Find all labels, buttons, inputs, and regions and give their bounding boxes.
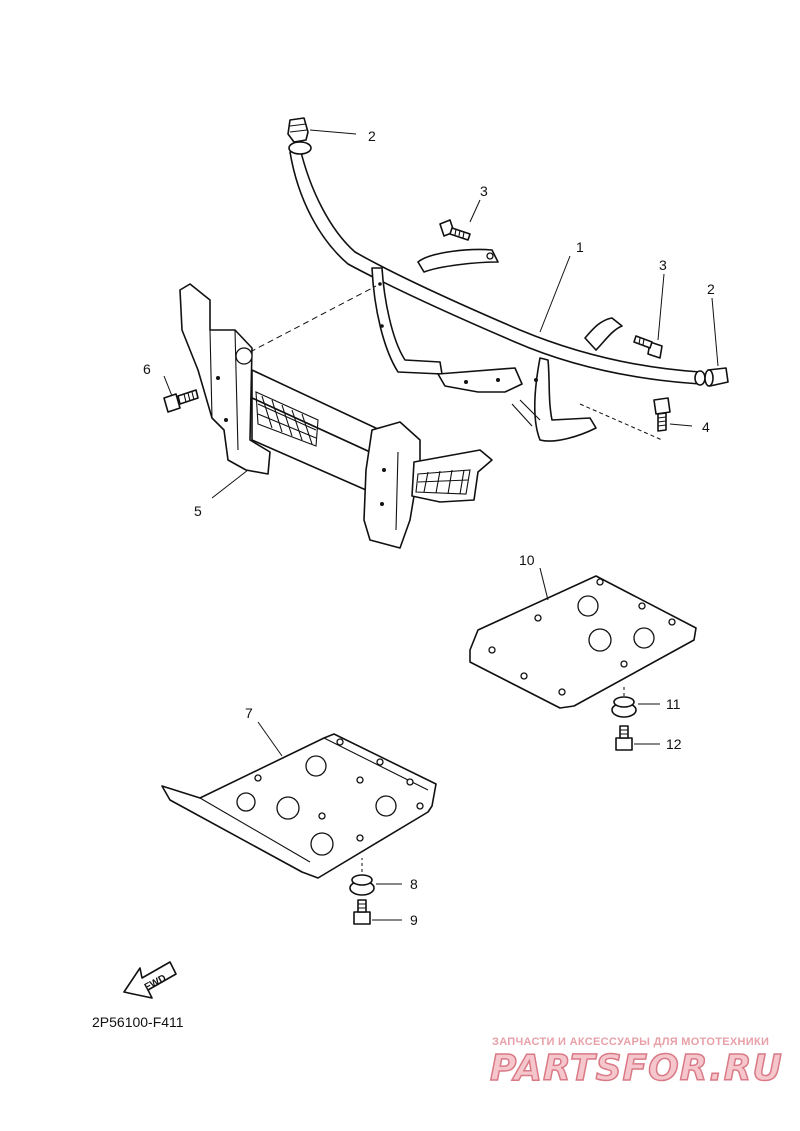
leader-lines <box>163 129 719 921</box>
watermark-tagline: ЗАПЧАСТИ И АКСЕССУАРЫ ДЛЯ МОТОТЕХНИКИ <box>492 1036 770 1048</box>
mesh-left-pattern <box>257 395 317 445</box>
collar-11 <box>611 696 637 718</box>
bolt-12 <box>615 725 633 751</box>
callout-3-left: 3 <box>480 183 488 199</box>
callout-2-right: 2 <box>707 281 715 297</box>
skid-plate-upper <box>469 575 697 709</box>
callout-9: 9 <box>410 912 418 928</box>
callout-6: 6 <box>143 361 151 377</box>
bolt-3-left <box>439 219 471 241</box>
cap-2-left <box>287 117 309 143</box>
skid-plate-lower <box>161 733 437 879</box>
callout-5: 5 <box>194 503 202 519</box>
fwd-arrow-icon: FWD <box>123 961 177 999</box>
callout-4: 4 <box>702 419 710 435</box>
callout-7: 7 <box>245 705 253 721</box>
bolt-4 <box>653 397 671 432</box>
callout-10: 10 <box>519 552 535 568</box>
bolt-6 <box>163 389 199 413</box>
callout-12: 12 <box>666 736 682 752</box>
mesh-right-pattern <box>417 469 469 495</box>
diagram-code: 2P56100-F411 <box>92 1014 184 1030</box>
callout-2-left: 2 <box>368 128 376 144</box>
callout-11: 11 <box>666 696 681 712</box>
cap-2-right <box>704 367 729 387</box>
front-bumper <box>179 283 493 549</box>
callout-3-right: 3 <box>659 257 667 273</box>
front-guard-tube <box>288 141 706 442</box>
callout-8: 8 <box>410 876 418 892</box>
watermark-logo: PARTSFOR.RU <box>489 1047 783 1090</box>
callout-1: 1 <box>576 239 584 255</box>
bolt-3-right <box>633 335 663 359</box>
collar-8 <box>349 874 375 896</box>
bolt-9 <box>353 899 371 925</box>
